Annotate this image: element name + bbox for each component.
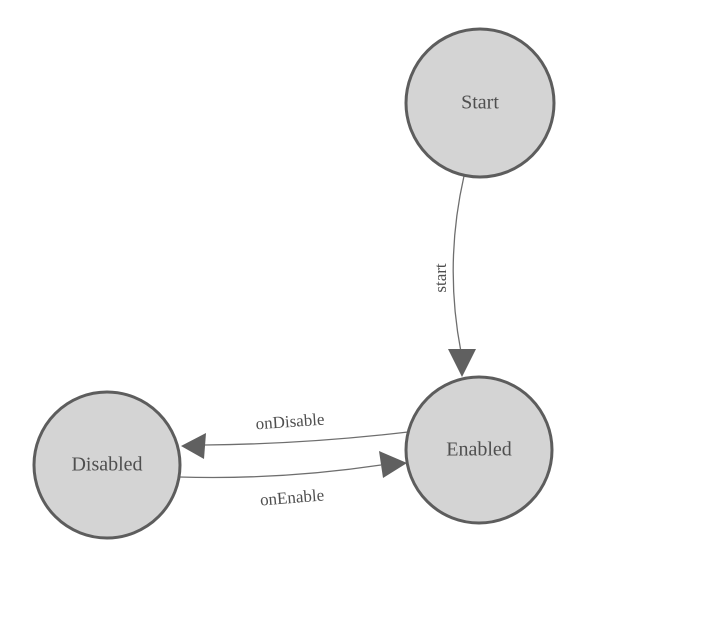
state-node-start-label: Start [461, 92, 499, 114]
state-node-enabled-label: Enabled [446, 439, 512, 461]
edge-label-onenable: onEnable [259, 486, 324, 510]
state-node-disabled-label: Disabled [71, 454, 142, 476]
arrowhead-into-enabled-top [448, 349, 476, 377]
arrowhead-into-enabled-left [379, 451, 407, 478]
edge-disabled-to-enabled [178, 464, 382, 479]
arrowhead-into-disabled-right [181, 433, 206, 459]
state-node-start [404, 27, 556, 179]
edge-label-ondisable: onDisable [255, 410, 325, 434]
edge-enabled-to-disabled [204, 431, 409, 446]
state-node-enabled [404, 375, 554, 525]
edge-start-to-enabled [452, 175, 465, 353]
state-node-disabled [32, 390, 182, 540]
edge-label-start: start [431, 263, 450, 293]
